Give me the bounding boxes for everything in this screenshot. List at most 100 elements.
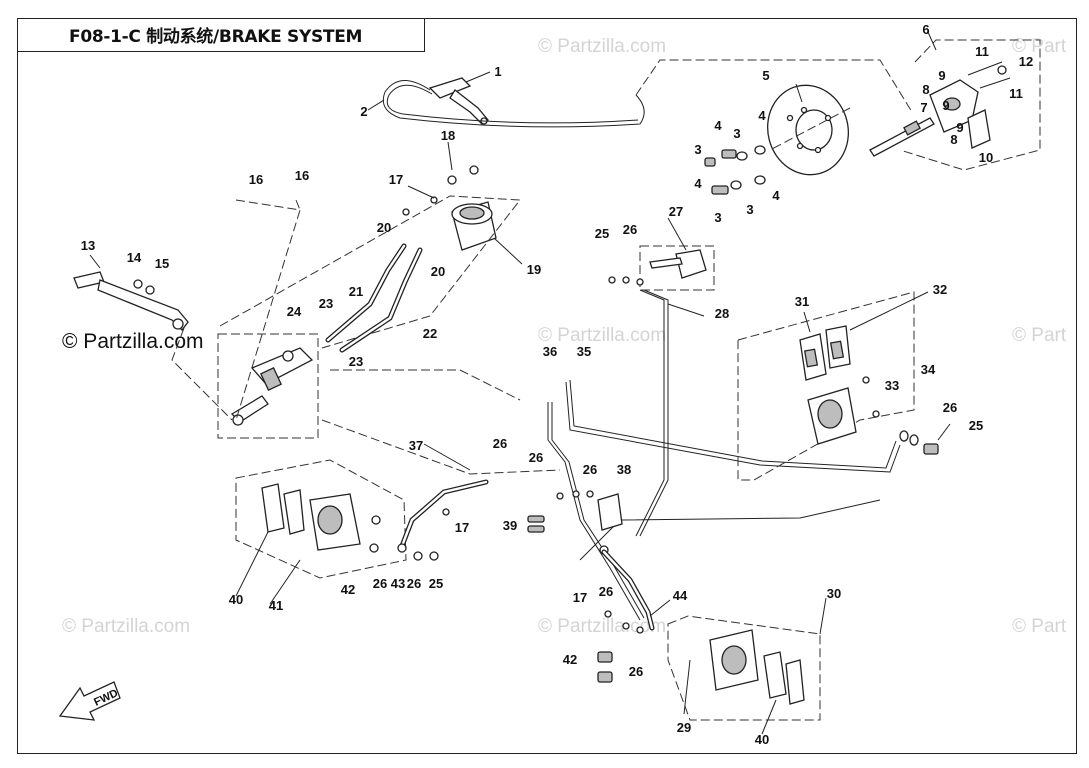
callout: 26 bbox=[629, 664, 643, 679]
callout: 34 bbox=[921, 362, 936, 377]
callout: 22 bbox=[423, 326, 437, 341]
callout: 4 bbox=[694, 176, 702, 191]
brake-pads-right bbox=[799, 325, 851, 381]
foot-brake-pedal bbox=[73, 271, 189, 331]
brake-pads-left bbox=[261, 483, 305, 535]
watermark: © Partzilla.com bbox=[62, 616, 191, 637]
caliper-right bbox=[807, 376, 880, 445]
callout: 4 bbox=[772, 188, 780, 203]
callout: 40 bbox=[229, 592, 243, 607]
caliper-left bbox=[309, 493, 381, 553]
master-cylinder bbox=[230, 347, 314, 426]
callout: 3 bbox=[733, 126, 740, 141]
fittings-lower bbox=[597, 610, 644, 683]
watermark-main: © Partzilla.com bbox=[62, 330, 204, 353]
callout: 3 bbox=[694, 142, 701, 157]
callout: 40 bbox=[755, 732, 769, 747]
callout: 11 bbox=[975, 44, 989, 59]
callout: 5 bbox=[762, 68, 769, 83]
callout: 2 bbox=[360, 104, 367, 119]
leader-lines bbox=[89, 31, 951, 735]
callout: 36 bbox=[543, 344, 557, 359]
brake-fluid-reservoir bbox=[451, 201, 497, 251]
callout: 31 bbox=[795, 294, 809, 309]
watermark: © Partzilla.com bbox=[538, 36, 667, 57]
callout: 19 bbox=[527, 262, 541, 277]
hand-brake-lever bbox=[428, 77, 489, 125]
callout: 25 bbox=[595, 226, 609, 241]
callout: 25 bbox=[969, 418, 983, 433]
callout: 1 bbox=[494, 64, 501, 79]
watermark: © Part bbox=[1012, 616, 1067, 637]
callout: 17 bbox=[389, 172, 403, 187]
callout: 28 bbox=[715, 306, 729, 321]
callout: 18 bbox=[441, 128, 455, 143]
callout: 25 bbox=[429, 576, 443, 591]
callout: 35 bbox=[577, 344, 591, 359]
callout: 9 bbox=[942, 98, 949, 113]
callout: 26 bbox=[943, 400, 957, 415]
callout: 23 bbox=[349, 354, 363, 369]
callout: 23 bbox=[319, 296, 333, 311]
callout: 9 bbox=[938, 68, 945, 83]
callout: 16 bbox=[249, 172, 263, 187]
callout: 11 bbox=[1009, 86, 1023, 101]
callout: 10 bbox=[979, 150, 993, 165]
callout: 27 bbox=[669, 204, 683, 219]
callout: 20 bbox=[431, 264, 445, 279]
callout: 6 bbox=[922, 22, 929, 37]
callout: 8 bbox=[922, 82, 929, 97]
callout: 3 bbox=[714, 210, 721, 225]
callout: 17 bbox=[573, 590, 587, 605]
callout: 16 bbox=[295, 168, 309, 183]
callout: 26 bbox=[529, 450, 543, 465]
brake-pads-lower bbox=[763, 651, 805, 705]
callout: 17 bbox=[455, 520, 469, 535]
callout: 42 bbox=[341, 582, 355, 597]
callout: 7 bbox=[920, 100, 927, 115]
callout: 29 bbox=[677, 720, 691, 735]
callout: 37 bbox=[409, 438, 423, 453]
watermark: © Partzilla.com bbox=[538, 325, 667, 346]
callout: 13 bbox=[81, 238, 95, 253]
callout: 15 bbox=[155, 256, 169, 271]
callout: 42 bbox=[563, 652, 577, 667]
junction-block bbox=[527, 490, 623, 555]
watermark: © Part bbox=[1012, 36, 1067, 57]
callout: 21 bbox=[349, 284, 363, 299]
diagram-frame bbox=[17, 18, 1077, 754]
master-cylinder-box bbox=[217, 333, 319, 439]
callout: 41 bbox=[269, 598, 283, 613]
callout: 4 bbox=[758, 108, 766, 123]
callout: 26 bbox=[599, 584, 613, 599]
callout: 44 bbox=[673, 588, 688, 603]
callout: 26 bbox=[373, 576, 387, 591]
callout: 3 bbox=[746, 202, 753, 217]
callout: 26 bbox=[583, 462, 597, 477]
callout: 32 bbox=[933, 282, 947, 297]
front-brake-lever bbox=[608, 249, 707, 286]
callout: 26 bbox=[623, 222, 637, 237]
parking-caliper bbox=[869, 61, 1011, 157]
callout: 26 bbox=[407, 576, 421, 591]
callout: 43 bbox=[391, 576, 405, 591]
fwd-arrow-icon: FWD bbox=[58, 681, 121, 721]
callout: 39 bbox=[503, 518, 517, 533]
callout: 33 bbox=[885, 378, 899, 393]
diagram-title: F08-1-C 制动系统/BRAKE SYSTEM bbox=[17, 18, 425, 52]
hose-fittings-right bbox=[899, 430, 939, 455]
callout: 24 bbox=[287, 304, 302, 319]
callout: 9 bbox=[956, 120, 963, 135]
callout: 8 bbox=[950, 132, 957, 147]
callout: 38 bbox=[617, 462, 631, 477]
watermark: © Partzilla.com bbox=[538, 616, 667, 637]
callout: 30 bbox=[827, 586, 841, 601]
callout: 12 bbox=[1019, 54, 1033, 69]
watermark: © Part bbox=[1012, 325, 1067, 346]
callout: 20 bbox=[377, 220, 391, 235]
callout: 26 bbox=[493, 436, 507, 451]
brake-cable bbox=[382, 80, 645, 128]
caliper-lower bbox=[709, 629, 759, 691]
